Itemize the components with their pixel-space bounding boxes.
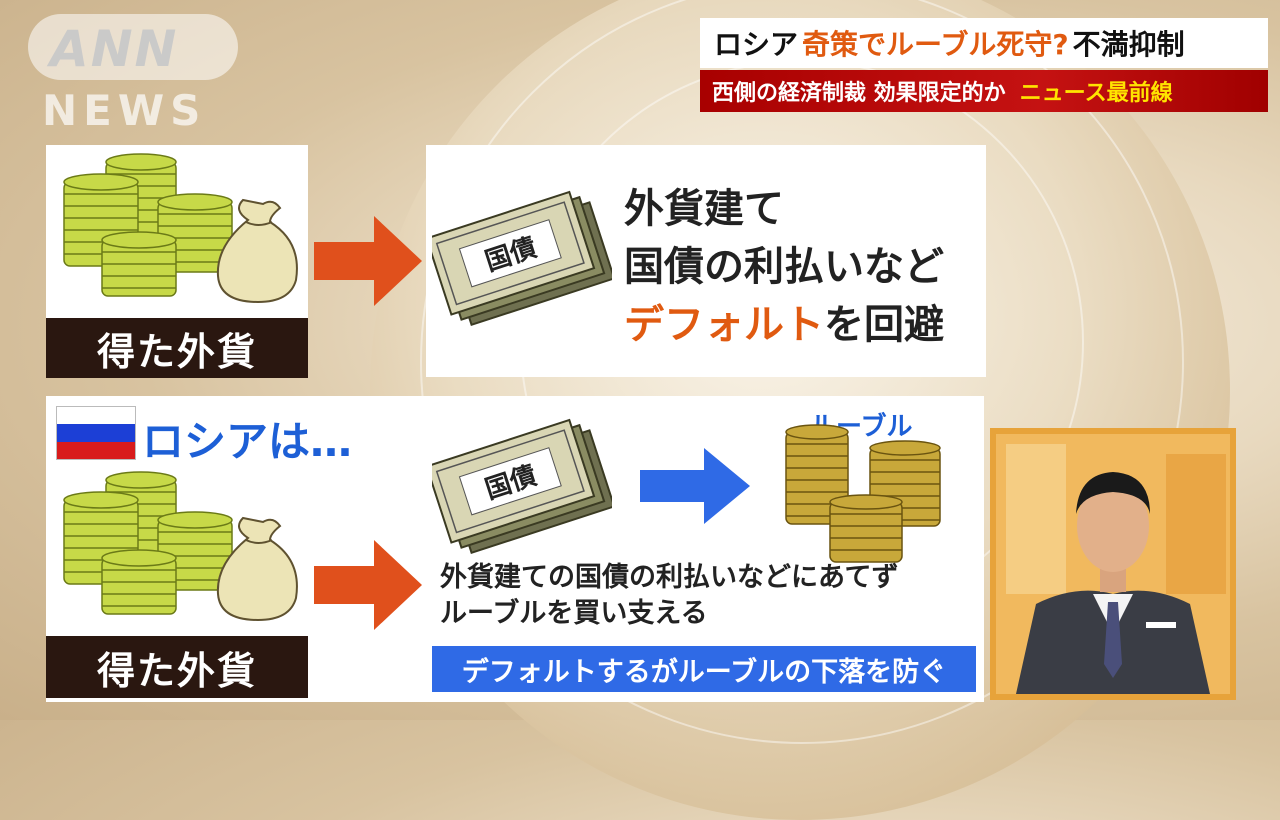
subheadline-bar: 西側の経済制裁 効果限定的か ニュース最前線: [700, 70, 1268, 112]
coin-stack-icon: [101, 549, 177, 615]
coin-stack-icon: [829, 494, 903, 563]
program-name: ニュース最前線: [1019, 81, 1173, 106]
top-line3-rest: を回避: [824, 302, 944, 348]
ann-news-logo: ANN NEWS: [28, 14, 248, 135]
top-label: 得た外貨: [46, 318, 308, 378]
coin-stacks-icon: [63, 153, 298, 304]
top-line1: 外貨建て: [624, 186, 784, 232]
headline-part2: 奇策でルーブル死守?: [802, 28, 1069, 61]
bottom-explanation: 外貨建ての国債の利払いなどにあてず ルーブルを買い支える: [440, 560, 898, 632]
coin-stacks-icon: [63, 471, 298, 622]
top-line2: 国債の利払いなど: [624, 244, 944, 290]
anchor-illustration: [996, 434, 1230, 694]
bond-bill-icon: 国債: [432, 418, 612, 555]
ann-logo-text: ANN: [50, 20, 179, 78]
news-logo-text: NEWS: [42, 86, 207, 135]
arrow-right-icon: [314, 216, 422, 306]
russia-flag-icon: [56, 406, 136, 460]
arrow-right-icon: [640, 448, 750, 524]
headline-part3: 不満抑制: [1072, 28, 1185, 61]
russia-title: ロシアは…: [142, 417, 353, 466]
top-explanation: 外貨建て 国債の利払いなど デフォルトを回避: [624, 180, 944, 354]
top-line3: デフォルトを回避: [624, 296, 944, 354]
headline-bar: ロシア 奇策でルーブル死守? 不満抑制: [700, 18, 1268, 68]
default-word: デフォルト: [624, 302, 824, 348]
conclusion-banner: デフォルトするがルーブルの下落を防ぐ: [432, 646, 976, 692]
money-bag-icon: [216, 516, 298, 622]
news-anchor-image: [996, 434, 1230, 694]
headline-part1: ロシア: [714, 28, 799, 61]
arrow-right-icon: [314, 540, 422, 630]
coin-stack-icon: [101, 231, 177, 297]
subheadline-text: 西側の経済制裁 効果限定的か: [712, 81, 1006, 106]
anchor-video-frame: [990, 428, 1236, 700]
bottom-label: 得た外貨: [46, 636, 308, 698]
bond-bill-icon: 国債: [432, 190, 612, 327]
bottom-text-line2: ルーブルを買い支える: [440, 598, 708, 629]
ruble-coins-icon: [785, 424, 941, 563]
ann-logo-badge: [28, 14, 238, 80]
money-bag-icon: [216, 198, 298, 304]
bottom-text-line1: 外貨建ての国債の利払いなどにあてず: [440, 562, 899, 593]
